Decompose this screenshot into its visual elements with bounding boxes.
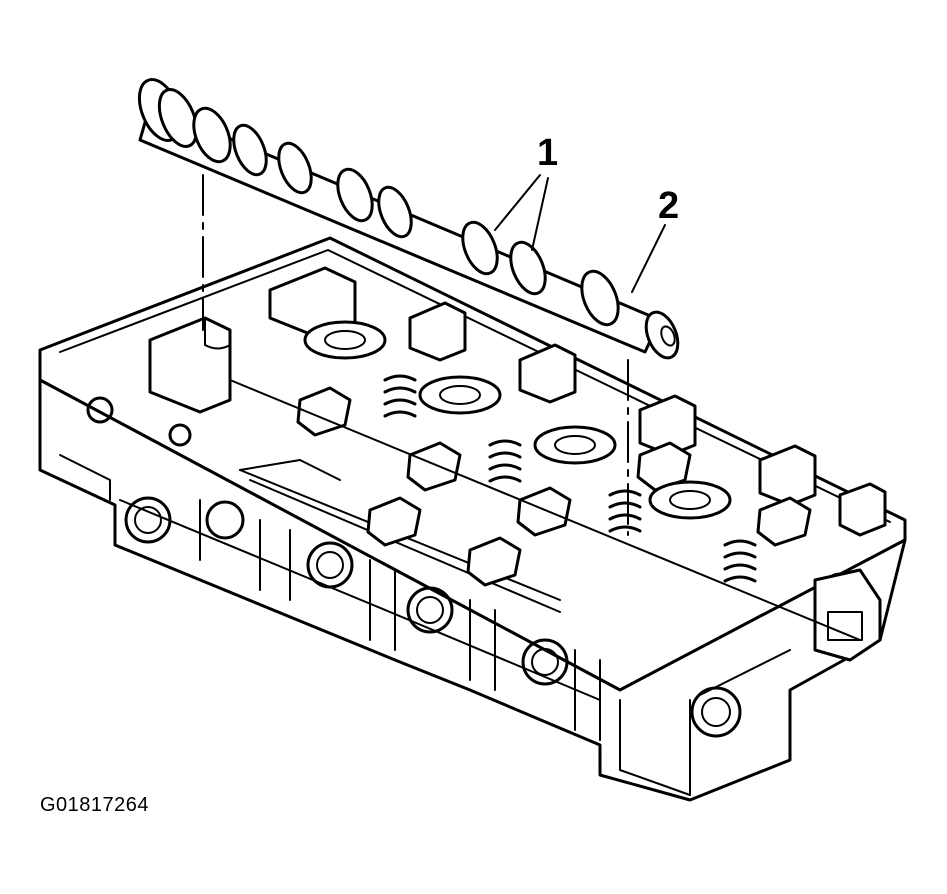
rocker-arms <box>296 386 812 587</box>
valve-springs <box>383 374 757 583</box>
bearing-towers <box>148 266 887 537</box>
leader-lines <box>202 174 666 536</box>
callout-1-label: 1 <box>537 132 558 174</box>
chamber-plates <box>303 320 732 520</box>
camshaft <box>137 78 680 360</box>
cylinder-head <box>38 236 907 802</box>
callout-2-label: 2 <box>658 185 679 227</box>
figure-id: G01817264 <box>40 794 150 816</box>
